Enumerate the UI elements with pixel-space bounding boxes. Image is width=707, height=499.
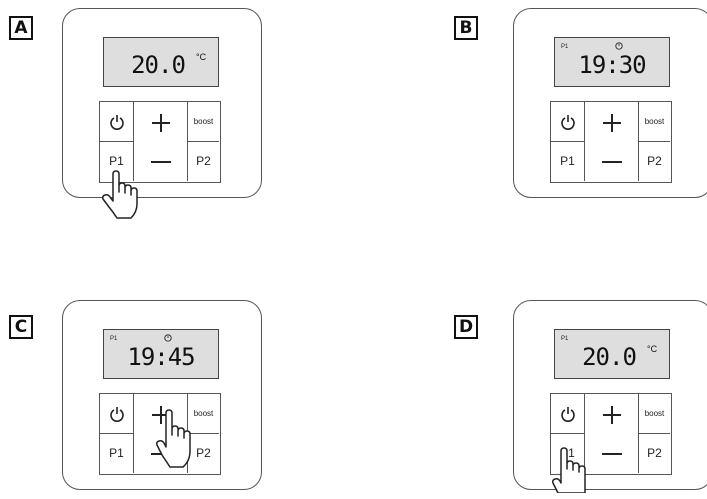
p1-button[interactable]: P1	[551, 434, 585, 473]
lcd-time: 19:30	[578, 51, 646, 79]
step-label-b: B	[454, 16, 478, 40]
lcd-unit: °C	[196, 52, 207, 62]
boost-button[interactable]: boost	[187, 102, 219, 142]
plus-icon	[152, 406, 170, 424]
keypad: boost P1 P2	[99, 393, 221, 475]
thermostat-panel-c: P1 19:45 boost P1	[62, 300, 262, 490]
power-icon	[110, 407, 124, 422]
p2-label: P2	[647, 446, 662, 460]
step-label-a: A	[9, 16, 33, 40]
lcd-display: P1 20.0 °C	[554, 329, 670, 379]
plus-button[interactable]	[134, 394, 187, 434]
lcd-display: P1 19:30	[554, 37, 670, 87]
minus-icon	[151, 453, 171, 455]
plus-button[interactable]	[585, 102, 638, 142]
power-button[interactable]	[551, 102, 585, 142]
p1-button[interactable]: P1	[551, 142, 585, 181]
p1-button[interactable]: P1	[100, 434, 134, 473]
minus-button[interactable]	[134, 142, 187, 181]
plus-icon	[603, 114, 621, 132]
minus-button[interactable]	[585, 434, 638, 473]
boost-label: boost	[193, 409, 214, 418]
p2-button[interactable]: P2	[638, 142, 670, 181]
minus-button[interactable]	[585, 142, 638, 181]
clock-icon	[164, 334, 172, 342]
power-button[interactable]	[551, 394, 585, 434]
power-icon	[561, 407, 575, 422]
boost-button[interactable]: boost	[638, 394, 670, 434]
p2-label: P2	[196, 446, 211, 460]
thermostat-panel-b: P1 19:30 boost P1	[513, 8, 707, 198]
lcd-temperature: 20.0	[582, 343, 637, 371]
minus-button[interactable]	[134, 434, 187, 473]
plus-button[interactable]	[134, 102, 187, 142]
p1-label: P1	[109, 154, 124, 168]
power-button[interactable]	[100, 394, 134, 434]
step-label-d: D	[454, 315, 478, 339]
lcd-display: P1 19:45	[103, 329, 219, 379]
p1-label: P1	[560, 154, 575, 168]
p2-button[interactable]: P2	[638, 434, 670, 473]
minus-icon	[151, 161, 171, 163]
keypad: boost P1 P2	[550, 393, 672, 475]
p2-button[interactable]: P2	[187, 142, 219, 181]
power-icon	[110, 115, 124, 130]
power-icon	[561, 115, 575, 130]
thermostat-panel-d: P1 20.0 °C boost P1 P2	[513, 300, 707, 493]
p1-button[interactable]: P1	[100, 142, 134, 181]
plus-icon	[152, 114, 170, 132]
lcd-unit: °C	[647, 344, 658, 354]
step-label-c: C	[9, 315, 33, 339]
plus-icon	[603, 406, 621, 424]
p2-label: P2	[647, 154, 662, 168]
keypad: boost P1 P2	[99, 101, 221, 183]
clock-icon	[615, 42, 623, 50]
boost-label: boost	[193, 117, 214, 126]
boost-button[interactable]: boost	[638, 102, 670, 142]
boost-label: boost	[644, 409, 665, 418]
p2-label: P2	[196, 154, 211, 168]
minus-icon	[602, 453, 622, 455]
p2-button[interactable]: P2	[187, 434, 219, 473]
lcd-program-indicator: P1	[110, 336, 118, 342]
thermostat-panel-a: 20.0 °C boost P1 P2	[62, 8, 262, 198]
minus-icon	[602, 161, 622, 163]
boost-button[interactable]: boost	[187, 394, 219, 434]
power-button[interactable]	[100, 102, 134, 142]
lcd-time: 19:45	[127, 343, 195, 371]
plus-button[interactable]	[585, 394, 638, 434]
p1-label: P1	[560, 446, 575, 460]
p1-label: P1	[109, 446, 124, 460]
lcd-temperature: 20.0	[131, 51, 186, 79]
keypad: boost P1 P2	[550, 101, 672, 183]
lcd-program-indicator: P1	[561, 44, 569, 50]
lcd-program-indicator: P1	[561, 336, 569, 342]
boost-label: boost	[644, 117, 665, 126]
lcd-display: 20.0 °C	[103, 37, 219, 87]
